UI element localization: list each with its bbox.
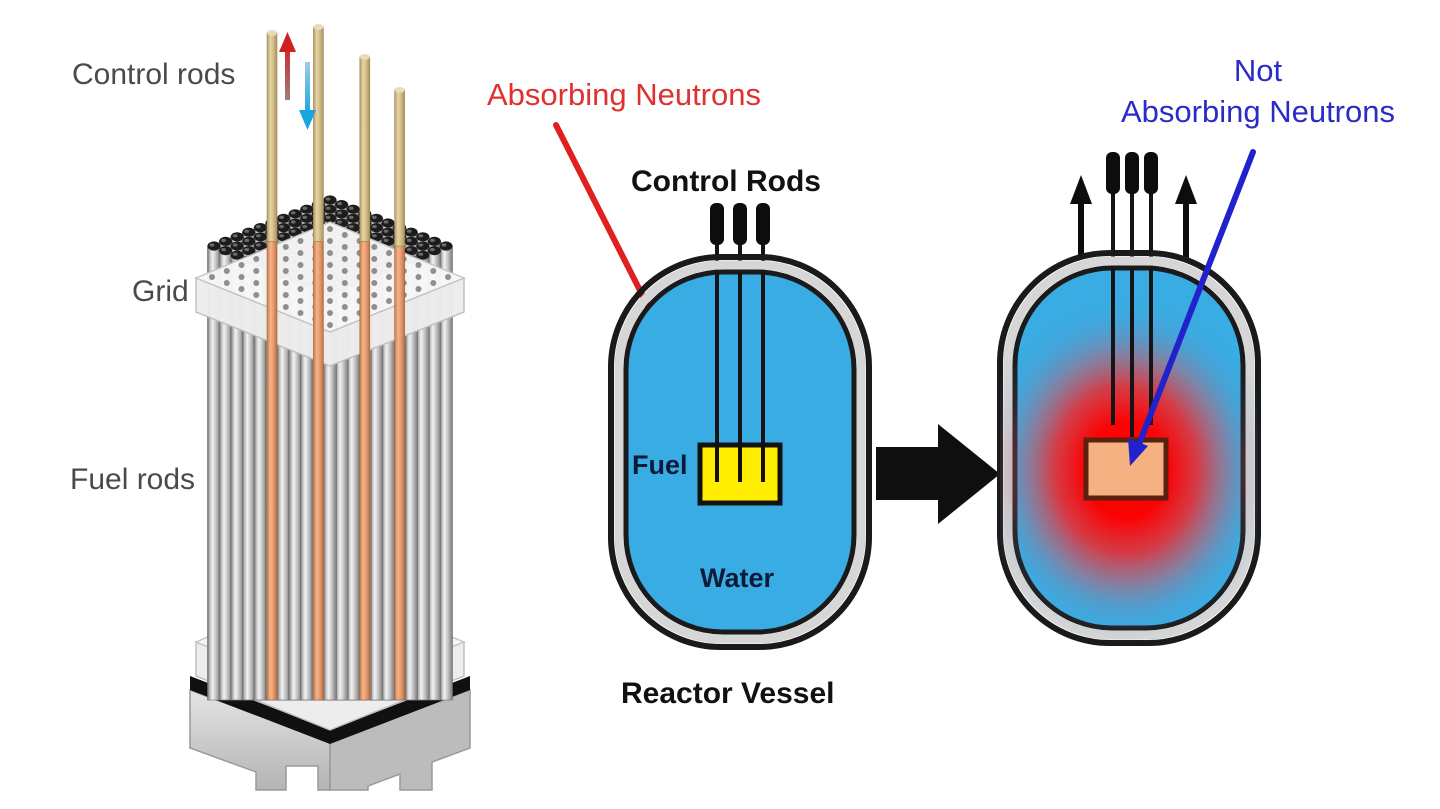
fuel-assembly-graphic	[189, 24, 471, 791]
center-reactor-vessel	[608, 203, 872, 650]
right-fuel-box	[1083, 437, 1169, 501]
fuel-rod	[230, 250, 244, 701]
withdrawal-arrow-left	[1070, 175, 1092, 258]
control-rod	[394, 87, 405, 701]
right-control-rod-caps	[1106, 152, 1158, 194]
label-not-absorbing-line2: Absorbing Neutrons	[1121, 94, 1395, 129]
label-grid: Grid	[132, 275, 189, 308]
control-rod	[359, 54, 371, 701]
right-reactor-vessel	[997, 152, 1261, 646]
control-rod-down-arrow	[299, 62, 316, 130]
control-rods-graphic	[266, 24, 405, 701]
withdrawal-arrow-right	[1175, 175, 1197, 258]
fuel-rod	[439, 241, 453, 701]
label-absorbing-neutrons: Absorbing Neutrons	[487, 77, 761, 112]
label-reactor-vessel: Reactor Vessel	[621, 677, 835, 710]
transition-arrow	[876, 424, 1000, 524]
label-not-absorbing-line1: Not	[1233, 53, 1283, 88]
label-control-rods-left: Control rods	[72, 58, 236, 91]
center-control-rod-caps	[710, 203, 770, 245]
control-rod-direction-arrows	[279, 32, 316, 130]
control-rod-up-arrow	[279, 32, 296, 100]
fuel-rod	[415, 250, 430, 701]
label-water: Water	[700, 563, 775, 593]
center-fuel-box	[697, 442, 783, 506]
control-rod	[313, 24, 324, 701]
label-fuel-rods: Fuel rods	[70, 463, 196, 496]
label-fuel: Fuel	[632, 450, 688, 480]
not-absorbing-neutrons-pointer	[1128, 149, 1256, 466]
label-control-rods-center: Control Rods	[631, 165, 821, 198]
control-rod	[266, 30, 278, 701]
rod-withdrawal-arrows	[1070, 175, 1197, 258]
